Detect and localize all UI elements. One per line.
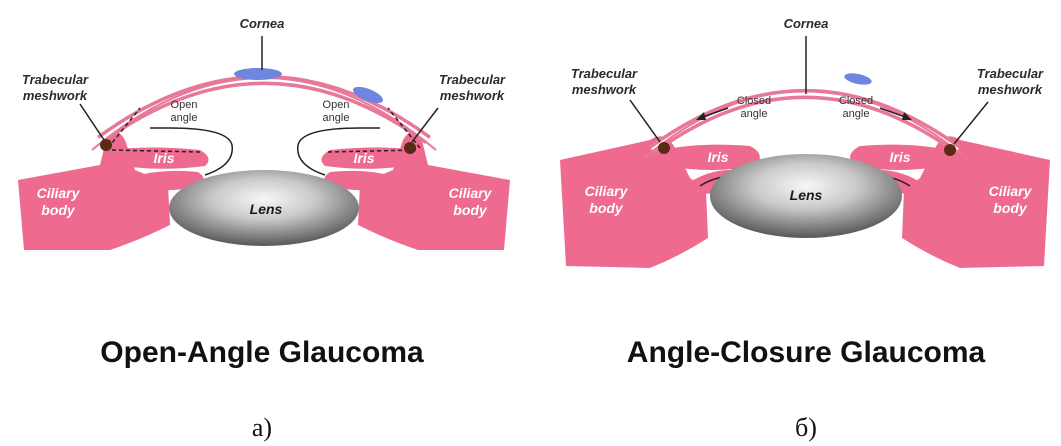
ciliary-label-left-line2: body bbox=[41, 202, 76, 218]
panel-title: Open-Angle Glaucoma bbox=[100, 336, 424, 369]
ciliary-label-right-line1: Ciliary bbox=[449, 185, 493, 201]
trabecular-meshwork-dot-right bbox=[404, 142, 416, 154]
meshwork-label-right-line1: Trabecular bbox=[439, 72, 506, 87]
trabecular-meshwork-dot-right bbox=[944, 144, 956, 156]
meshwork-label-right-line2: meshwork bbox=[978, 82, 1043, 97]
angle-label-left-line1: Closed bbox=[737, 95, 771, 107]
ciliary-label-left-line2: body bbox=[589, 200, 624, 216]
meshwork-pointer-left bbox=[80, 104, 104, 140]
meshwork-label-right-line2: meshwork bbox=[440, 88, 505, 103]
meshwork-label-left-line2: meshwork bbox=[572, 82, 637, 97]
lens-label: Lens bbox=[790, 187, 823, 203]
panel-angle-closure: Cornea Trabecular meshwork Trabecular me… bbox=[560, 16, 1050, 442]
panel-title: Angle-Closure Glaucoma bbox=[627, 336, 986, 369]
iris-label-left: Iris bbox=[153, 150, 174, 166]
cornea-inner-line bbox=[652, 94, 958, 150]
trabecular-meshwork-dot-left bbox=[658, 142, 670, 154]
cornea-label: Cornea bbox=[784, 16, 829, 31]
panel-open-angle: Cornea Trabecular meshwork Trabecular me… bbox=[18, 16, 510, 442]
angle-label-right-line1: Closed bbox=[839, 95, 873, 107]
angle-label-left-line2: angle bbox=[741, 108, 768, 120]
ciliary-label-right-line2: body bbox=[993, 200, 1028, 216]
angle-label-left-line1: Open bbox=[171, 99, 198, 111]
meshwork-label-left-line1: Trabecular bbox=[22, 72, 89, 87]
ciliary-label-left-line1: Ciliary bbox=[585, 183, 629, 199]
cornea-outer-line bbox=[92, 78, 436, 150]
angle-label-right-line1: Open bbox=[323, 99, 350, 111]
meshwork-label-left-line2: meshwork bbox=[23, 88, 88, 103]
iris-label-right: Iris bbox=[353, 150, 374, 166]
panel-sublabel: a) bbox=[252, 413, 272, 442]
trabecular-meshwork-dot-left bbox=[100, 139, 112, 151]
angle-label-left-line2: angle bbox=[171, 112, 198, 124]
meshwork-label-right-line1: Trabecular bbox=[977, 66, 1044, 81]
iris-label-right: Iris bbox=[889, 149, 910, 165]
panel-sublabel: б) bbox=[795, 413, 817, 442]
aqueous-humor-blob bbox=[843, 71, 872, 87]
meshwork-pointer-left bbox=[630, 100, 660, 142]
ciliary-label-right-line1: Ciliary bbox=[989, 183, 1033, 199]
iris-label-left: Iris bbox=[707, 149, 728, 165]
ciliary-label-right-line2: body bbox=[453, 202, 488, 218]
lens-label: Lens bbox=[250, 201, 283, 217]
meshwork-label-left-line1: Trabecular bbox=[571, 66, 638, 81]
angle-label-right-line2: angle bbox=[843, 108, 870, 120]
aqueous-humor-blob bbox=[234, 68, 282, 80]
ciliary-label-left-line1: Ciliary bbox=[37, 185, 81, 201]
meshwork-pointer-right bbox=[954, 102, 988, 144]
cornea-label: Cornea bbox=[240, 16, 285, 31]
angle-label-right-line2: angle bbox=[323, 112, 350, 124]
